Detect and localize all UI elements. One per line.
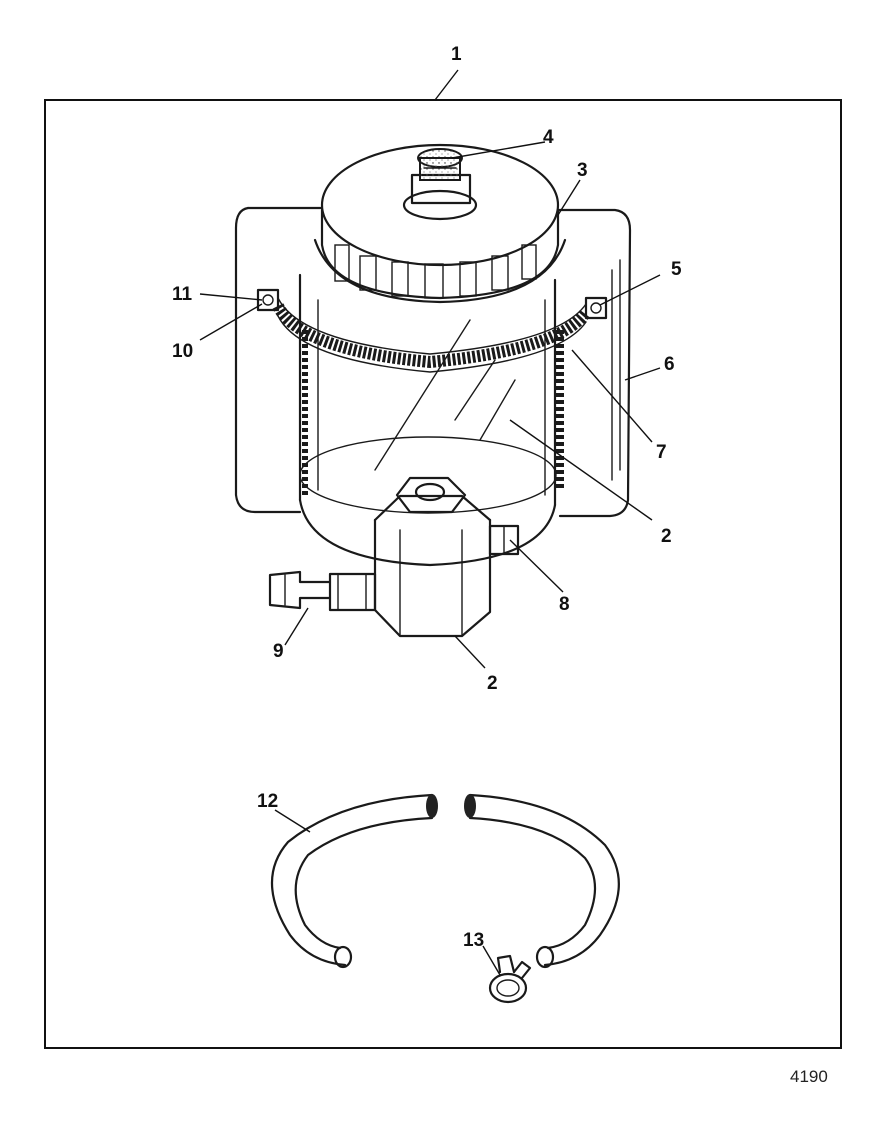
callout-7: 7 (656, 442, 667, 463)
callout-8: 8 (559, 594, 570, 615)
hose-clamp (488, 954, 532, 1004)
drain-fitting (488, 524, 520, 556)
fuel-hose (270, 793, 620, 969)
callout-13: 13 (463, 930, 484, 951)
callout-4: 4 (543, 127, 554, 148)
callout-labels: 1 4 3 5 11 10 6 7 2 8 9 2 12 13 (172, 44, 682, 951)
figure-number: 4190 (790, 1067, 828, 1086)
mounting-strap (272, 297, 591, 495)
filter-cap (313, 143, 567, 304)
callout-2-lower: 2 (487, 673, 498, 694)
callout-6: 6 (664, 354, 675, 375)
filter-bowl (298, 273, 557, 567)
callout-9: 9 (273, 641, 284, 662)
callout-5: 5 (671, 259, 682, 280)
hose-barb-fitting (268, 570, 377, 612)
leader-lines (199, 69, 661, 976)
filter-base (373, 476, 492, 638)
callout-3: 3 (577, 160, 588, 181)
cap-knurling (334, 244, 537, 299)
vent-plug (417, 148, 463, 181)
callout-12: 12 (257, 791, 278, 812)
callout-10: 10 (172, 341, 193, 362)
kit-frame (44, 99, 842, 1049)
callout-11: 11 (172, 284, 193, 305)
callout-2-upper: 2 (661, 526, 672, 547)
callout-1: 1 (451, 44, 462, 65)
